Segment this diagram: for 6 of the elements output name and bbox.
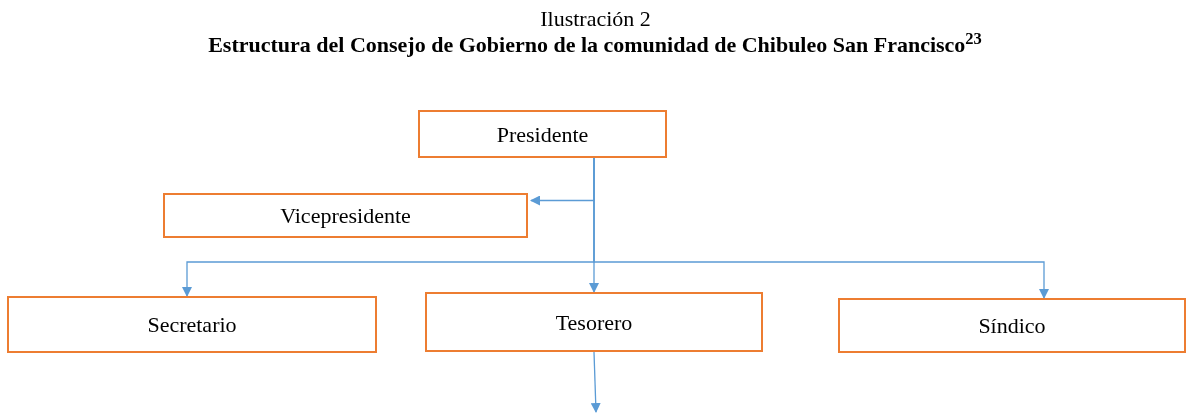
role-box: Secretario xyxy=(7,296,377,353)
role-box: Vicepresidente xyxy=(163,193,528,238)
connector-arrow xyxy=(590,351,601,413)
role-box: Presidente xyxy=(418,110,667,158)
role-box: Síndico xyxy=(838,298,1186,353)
role-box: Tesorero xyxy=(425,292,763,352)
